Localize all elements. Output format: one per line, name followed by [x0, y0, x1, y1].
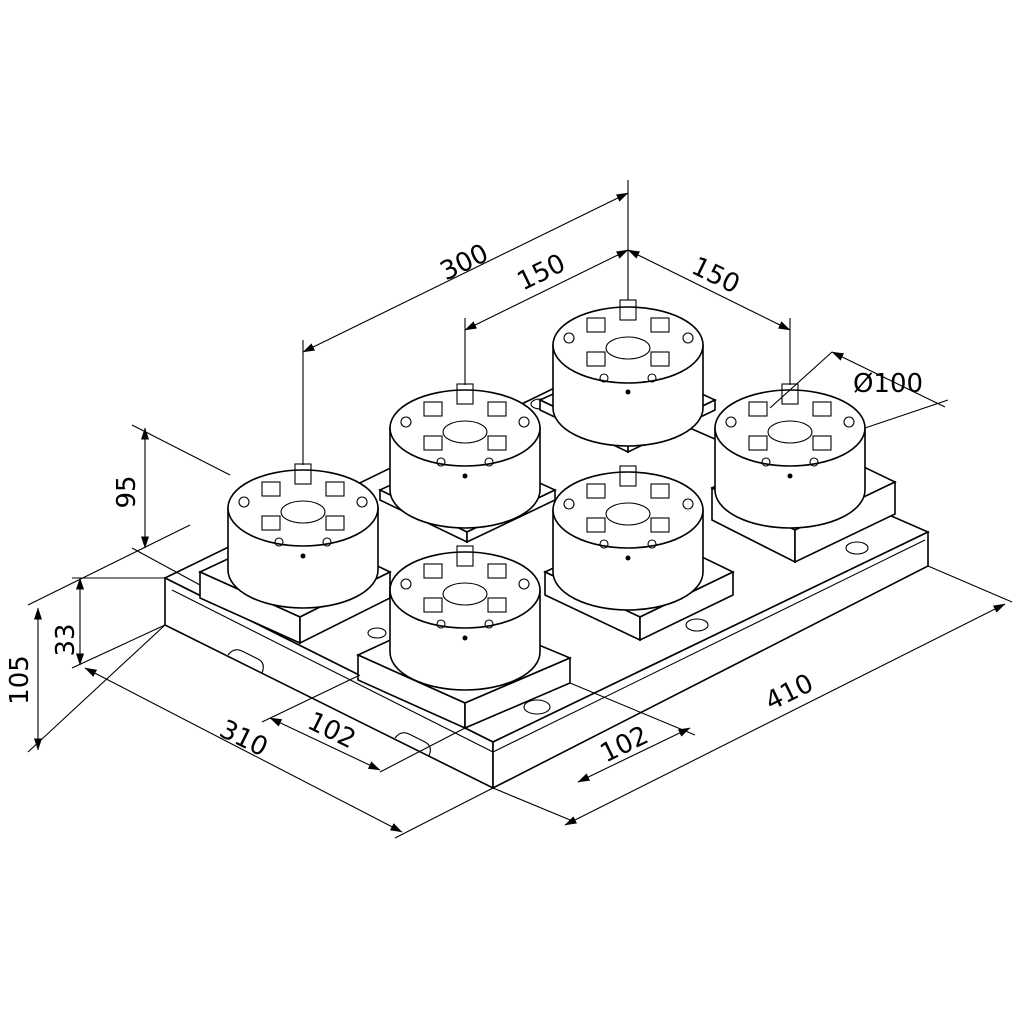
base-slot-left	[227, 649, 264, 674]
chuck-top-face	[227, 469, 379, 547]
dim-line-150-right	[627, 249, 791, 331]
chuck-right	[710, 383, 897, 564]
dim-line-150-left	[464, 249, 629, 331]
chuck-middle	[378, 383, 557, 544]
chuck-center-front	[543, 465, 735, 642]
chuck-front	[356, 545, 573, 730]
dim-line-diameter	[831, 351, 946, 408]
chuck-top-face	[552, 471, 704, 549]
dimension-labels: 300 150 150 Ø100 95 33 105 310 102 102 4…	[5, 238, 923, 769]
base-hole	[367, 627, 387, 639]
dim-line-102-left	[269, 717, 381, 771]
dim-line-310	[84, 667, 403, 833]
dim-label-95: 95	[112, 475, 142, 508]
chuck-top-face	[389, 389, 541, 467]
chuck-back-center	[538, 299, 717, 454]
dim-label-33: 33	[51, 623, 81, 656]
dim-label-diameter-100: Ø100	[853, 369, 923, 399]
dim-label-300: 300	[436, 238, 494, 287]
chuck-top-face	[552, 306, 704, 384]
dim-line-410	[564, 603, 1006, 826]
chuck-top-face	[714, 389, 866, 467]
dimension-lines	[27, 180, 1013, 839]
dim-label-150-left: 150	[513, 248, 571, 297]
base-hole	[845, 541, 869, 555]
base-hole	[523, 699, 551, 715]
dim-label-410: 410	[761, 668, 819, 717]
chuck-top-face	[389, 551, 541, 629]
dim-label-105: 105	[5, 655, 35, 705]
